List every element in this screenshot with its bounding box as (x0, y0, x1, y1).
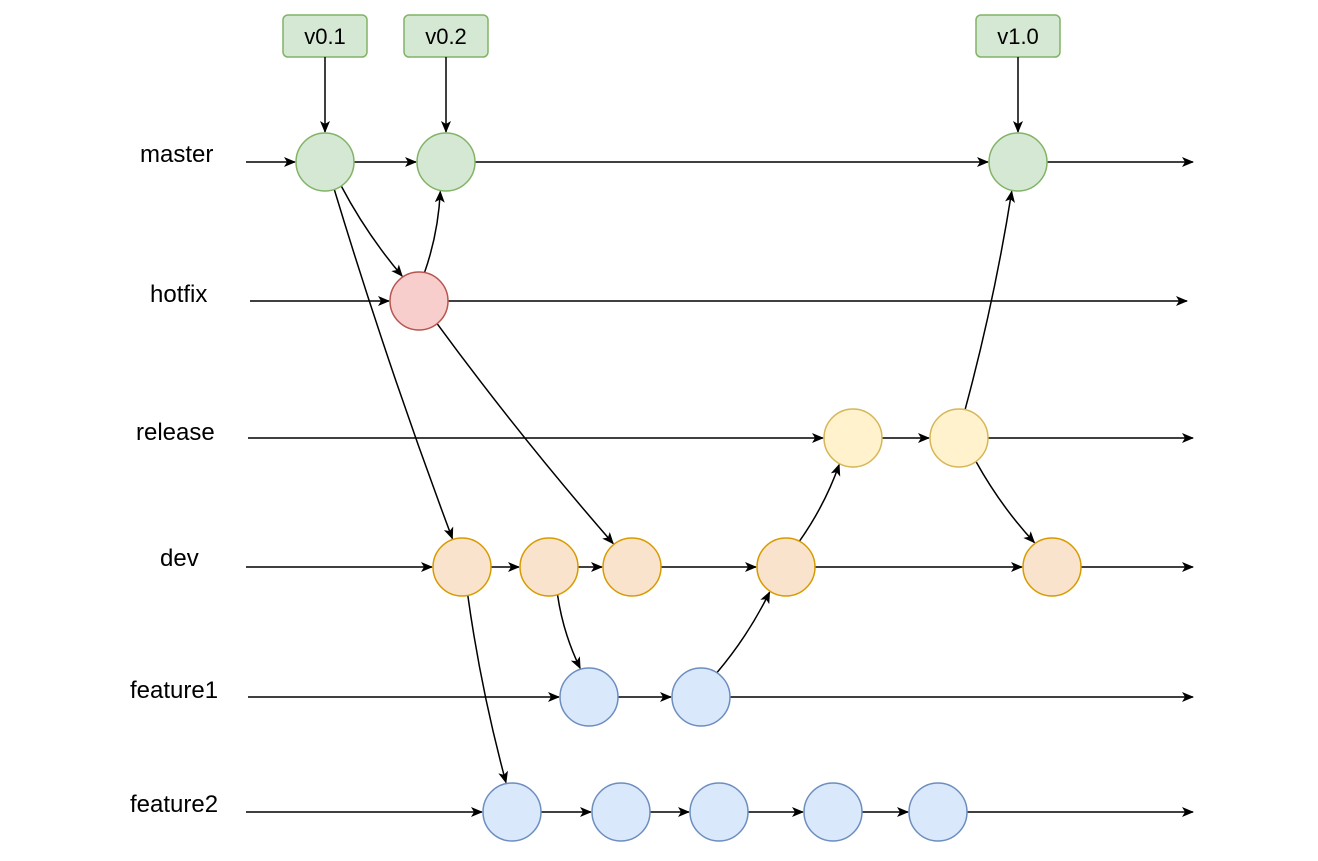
edge-f1b-to-d4 (716, 591, 771, 674)
commit-node-dev (432, 537, 492, 597)
edge-h1-to-m2 (423, 190, 445, 273)
edge-m1-to-d1 (333, 189, 454, 540)
commit-node-master (416, 132, 476, 192)
commit-node-feature1 (559, 667, 619, 727)
tag-label: v0.1 (304, 24, 346, 49)
edge-d2-to-f1a (556, 594, 581, 670)
commit-node-dev (756, 537, 816, 597)
commit-nodes (295, 132, 1082, 842)
commit-node-release (929, 408, 989, 468)
branch-label-feature1: feature1 (130, 677, 218, 704)
merge-edges (333, 185, 1036, 784)
edge-r2-to-m3 (964, 190, 1015, 410)
commit-node-dev (602, 537, 662, 597)
commit-node-feature2 (803, 782, 863, 842)
edge-d4-to-r1 (798, 463, 841, 542)
commit-node-feature1 (671, 667, 731, 727)
commit-node-feature2 (689, 782, 749, 842)
version-tag: v0.2 (403, 14, 489, 133)
branch-label-master: master (140, 141, 213, 168)
edge-d1-to-f2a (467, 595, 508, 784)
branch-label-dev: dev (160, 545, 199, 572)
commit-node-dev (519, 537, 579, 597)
commit-node-hotfix (389, 271, 449, 331)
commit-node-feature2 (908, 782, 968, 842)
version-tags: v0.1 v0.2 v1.0 (282, 14, 1061, 133)
edge-r2-to-d5 (975, 461, 1036, 544)
branch-label-release: release (136, 419, 215, 446)
version-tag: v1.0 (975, 14, 1061, 133)
edge-h1-to-d3 (436, 323, 614, 545)
commit-node-dev (1022, 537, 1082, 597)
tag-label: v1.0 (997, 24, 1039, 49)
branch-labels: master hotfix release dev feature1 featu… (130, 141, 218, 818)
commit-node-feature2 (482, 782, 542, 842)
branch-label-feature2: feature2 (130, 791, 218, 818)
branch-timelines (246, 157, 1194, 817)
commit-node-master (988, 132, 1048, 192)
commit-node-master (295, 132, 355, 192)
commit-node-feature2 (591, 782, 651, 842)
tag-label: v0.2 (425, 24, 467, 49)
commit-node-release (823, 408, 883, 468)
branch-label-hotfix: hotfix (150, 281, 207, 308)
edge-m1-to-h1 (340, 185, 403, 277)
version-tag: v0.1 (282, 14, 368, 133)
